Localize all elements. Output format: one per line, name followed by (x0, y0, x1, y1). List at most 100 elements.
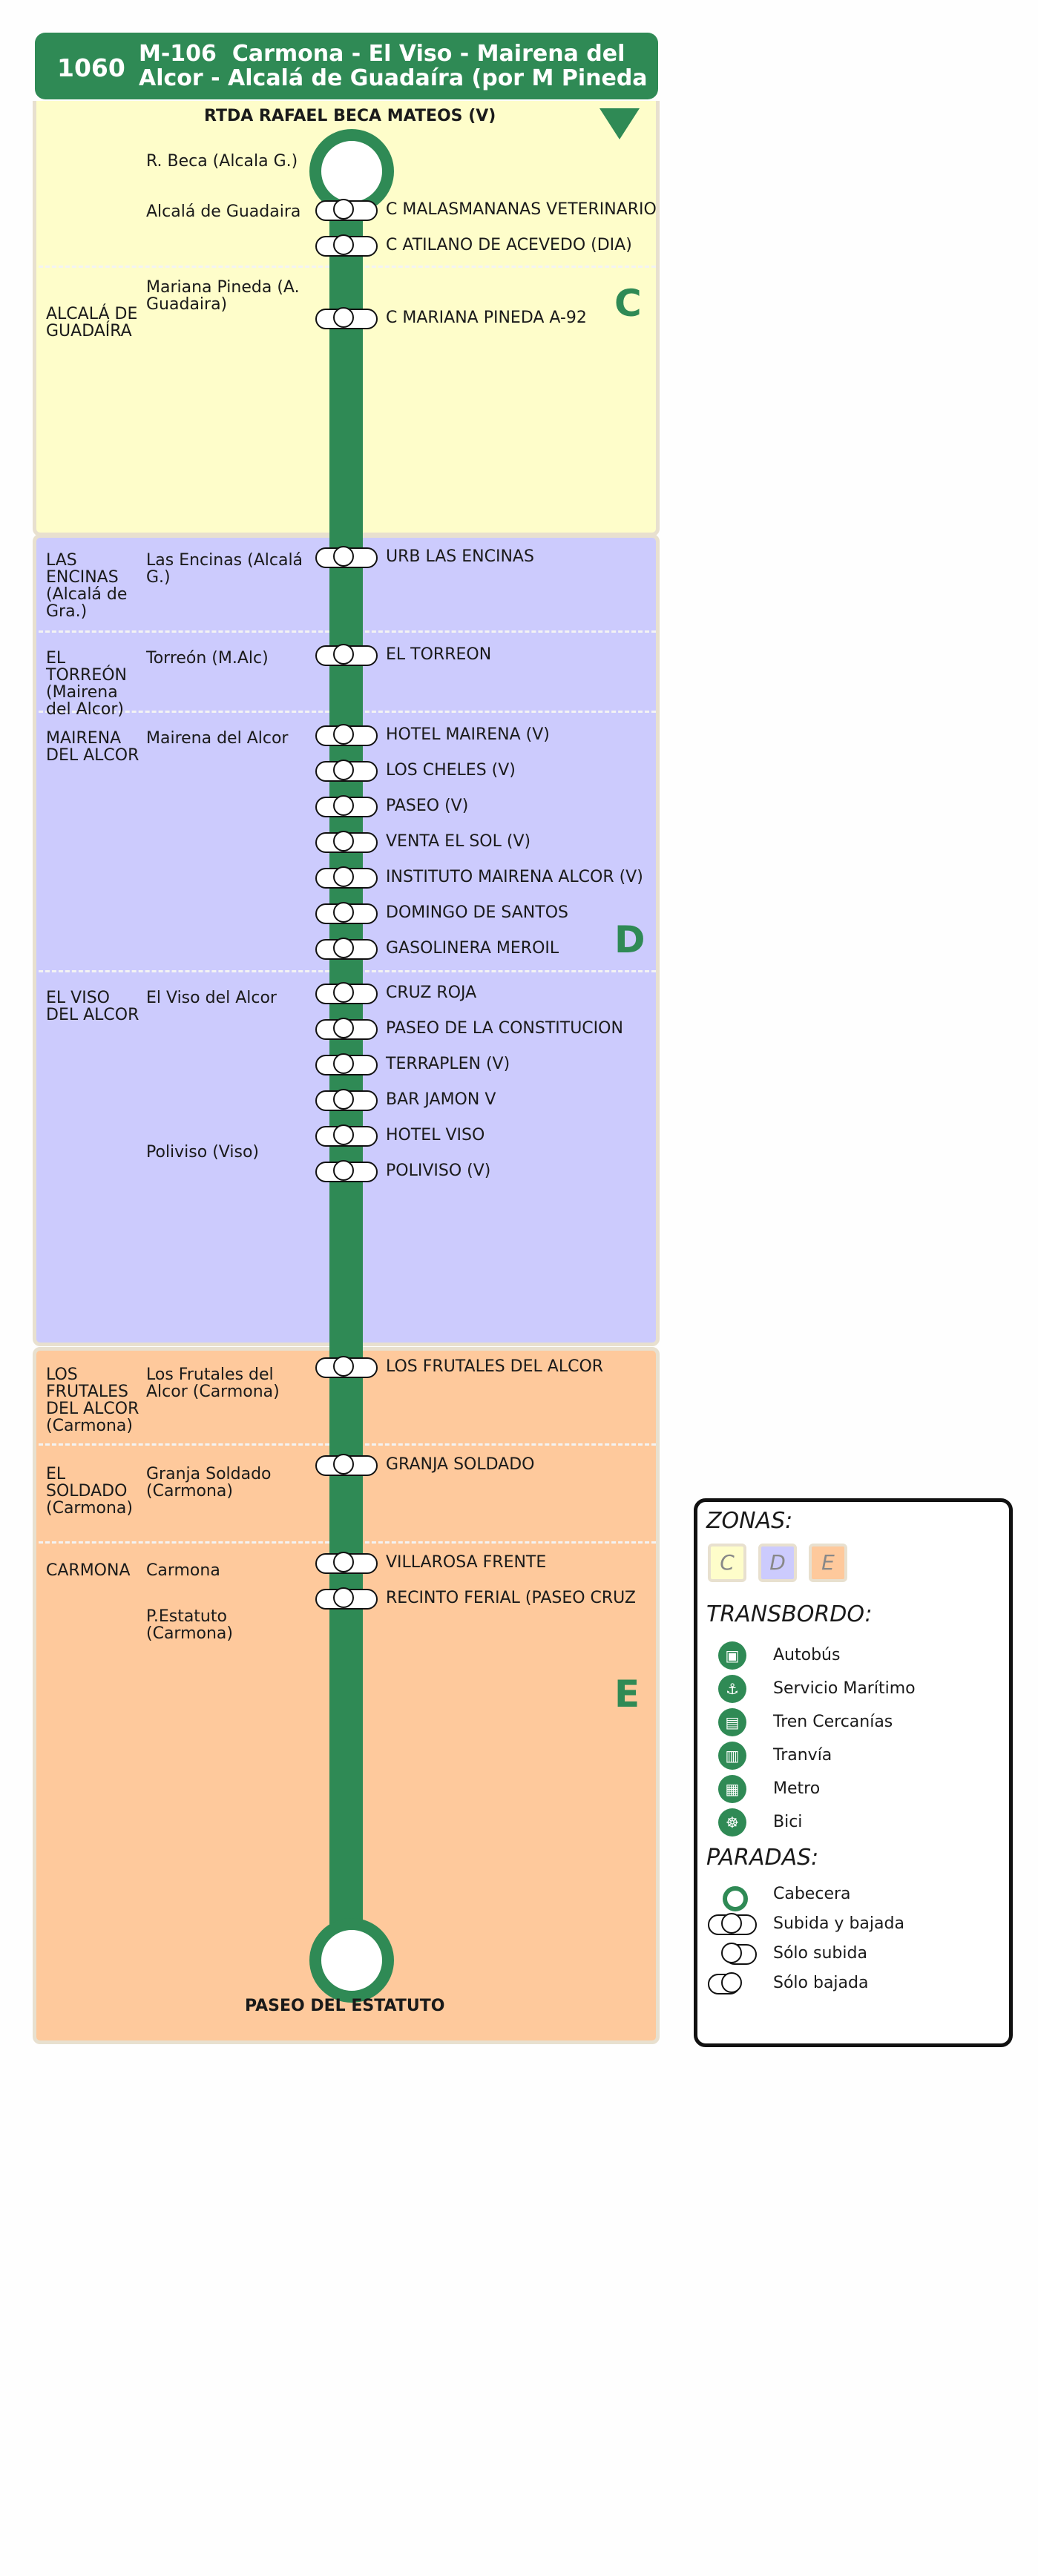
stop-symbol-both[interactable] (315, 307, 378, 329)
stop-type-label: Subida y bajada (773, 1914, 904, 1933)
stop-symbol-both[interactable] (315, 831, 378, 853)
stop-name[interactable]: PASEO (V) (386, 797, 469, 815)
stop-name[interactable]: C MARIANA PINEDA A-92 (386, 309, 587, 327)
stop-symbol-both[interactable] (315, 982, 378, 1004)
zone-d-swatch: D (758, 1544, 797, 1582)
stop-name[interactable]: RECINTO FERIAL (PASEO CRUZ (386, 1589, 636, 1607)
locality-label: Alcalá de Guadaira (146, 202, 301, 221)
zone-e-label: E (614, 1673, 640, 1716)
municipality-label: EL TORREÓN (Mairena del Alcor) (46, 649, 128, 719)
route-number: 1060 (57, 53, 125, 82)
locality-label: R. Beca (Alcala G.) (146, 152, 298, 171)
stop-name[interactable]: LOS CHELES (V) (386, 761, 516, 780)
stop-name[interactable]: HOTEL VISO (386, 1126, 485, 1144)
stop-name[interactable]: HOTEL MAIRENA (V) (386, 725, 550, 744)
stop-symbol-both[interactable] (315, 199, 378, 221)
route-header: 1060 M-106 Carmona - El Viso - Mairena d… (35, 33, 658, 99)
end-terminus-name: PASEO DEL ESTATUTO (245, 1997, 445, 2015)
transfer-label: Metro (773, 1779, 821, 1798)
tram-icon: ▥ (718, 1742, 746, 1770)
locality-label: Los Frutales del Alcor (Carmona) (146, 1366, 280, 1401)
stop-symbol-both[interactable] (315, 1160, 378, 1182)
zone-c-swatch: C (708, 1544, 746, 1582)
transfer-label: Autobús (773, 1646, 841, 1664)
stop-symbol-both[interactable] (315, 1587, 378, 1610)
stop-symbol-both[interactable] (315, 795, 378, 817)
ferry-icon: ⚓ (718, 1675, 746, 1703)
municipality-label: CARMONA (46, 1561, 131, 1580)
stop-symbol-both[interactable] (315, 1124, 378, 1147)
legend-transfer-title: TRANSBORDO: (706, 1601, 873, 1627)
stop-symbol-both[interactable] (315, 760, 378, 782)
zone-c-label: C (614, 282, 642, 325)
stop-symbol-both[interactable] (315, 938, 378, 960)
stop-name[interactable]: URB LAS ENCINAS (386, 547, 534, 566)
stop-type-label: Sólo subida (773, 1944, 867, 1963)
stop-name[interactable]: C ATILANO DE ACEVEDO (DIA) (386, 236, 632, 254)
legend-panel: ZONAS: C D E TRANSBORDO: ▣ Autobús ⚓ Ser… (694, 1498, 1013, 2047)
stop-name[interactable]: CRUZ ROJA (386, 984, 477, 1002)
train-icon: ▤ (718, 1708, 746, 1736)
stop-name[interactable]: PASEO DE LA CONSTITUCION (386, 1019, 623, 1038)
stop-name[interactable]: POLIVISO (V) (386, 1162, 491, 1180)
locality-label: El Viso del Alcor (146, 989, 277, 1007)
stop-name[interactable]: TERRAPLEN (V) (386, 1055, 510, 1073)
direction-arrow-icon (600, 108, 640, 139)
stop-symbol-both[interactable] (315, 902, 378, 924)
locality-label: Mairena del Alcor (146, 729, 289, 748)
route-title: M-106 Carmona - El Viso - Mairena del Al… (139, 42, 648, 90)
stop-symbol-both[interactable] (315, 234, 378, 257)
stop-name[interactable]: EL TORREON (386, 645, 492, 664)
stop-symbol-both[interactable] (315, 1552, 378, 1574)
municipality-label: LAS ENCINAS (Alcalá de Gra.) (46, 551, 128, 621)
start-terminus-name: RTDA RAFAEL BECA MATEOS (V) (204, 107, 496, 125)
stop-name[interactable]: GRANJA SOLDADO (386, 1455, 535, 1474)
zone-d-label: D (614, 918, 646, 961)
stop-symbol-both[interactable] (315, 1053, 378, 1075)
municipality-label: ALCALÁ DE GUADAÍRA (46, 305, 138, 340)
metro-icon: ▦ (718, 1775, 746, 1803)
stop-symbol-both[interactable] (315, 724, 378, 746)
locality-label: Carmona (146, 1561, 220, 1580)
stop-symbol-both[interactable] (315, 546, 378, 568)
locality-label: Las Encinas (Alcalá G.) (146, 551, 303, 587)
stop-name[interactable]: VILLAROSA FRENTE (386, 1553, 547, 1572)
stop-symbol-both[interactable] (315, 1356, 378, 1378)
transfer-label: Tranvía (773, 1746, 832, 1765)
legend-zones-title: ZONAS: (706, 1508, 793, 1534)
municipality-label: EL SOLDADO (Carmona) (46, 1465, 133, 1518)
stop-symbol-both[interactable] (315, 1089, 378, 1111)
end-terminus-marker (309, 1918, 394, 2003)
transfer-label: Servicio Marítimo (773, 1679, 916, 1698)
stop-symbol-both[interactable] (315, 644, 378, 666)
boarding-only-legend-icon (708, 1943, 757, 1965)
terminus-legend-icon (723, 1886, 748, 1911)
stop-name[interactable]: VENTA EL SOL (V) (386, 832, 531, 851)
locality-label: Granja Soldado (Carmona) (146, 1465, 272, 1501)
transfer-label: Tren Cercanías (773, 1713, 893, 1731)
stop-name[interactable]: GASOLINERA MEROIL (386, 939, 559, 958)
locality-label: P.Estatuto (Carmona) (146, 1607, 233, 1643)
transfer-label: Bici (773, 1813, 803, 1831)
alighting-only-legend-icon (708, 1972, 757, 1994)
municipality-label: EL VISO DEL ALCOR (46, 989, 139, 1024)
bus-icon: ▣ (718, 1641, 746, 1670)
zone-e-swatch: E (809, 1544, 847, 1582)
stop-symbol-both[interactable] (315, 866, 378, 889)
stop-name[interactable]: C MALASMANANAS VETERINARIO (386, 200, 657, 219)
stop-name[interactable]: BAR JAMON V (386, 1090, 496, 1109)
stop-name[interactable]: DOMINGO DE SANTOS (386, 903, 568, 922)
stop-type-label: Cabecera (773, 1885, 851, 1903)
municipality-label: MAIRENA DEL ALCOR (46, 729, 139, 765)
stop-symbol-both[interactable] (315, 1454, 378, 1476)
legend-stops-title: PARADAS: (706, 1845, 819, 1871)
bike-icon: ☸ (718, 1808, 746, 1837)
stop-type-label: Sólo bajada (773, 1974, 869, 1992)
stop-name[interactable]: LOS FRUTALES DEL ALCOR (386, 1357, 604, 1376)
stop-name[interactable]: INSTITUTO MAIRENA ALCOR (V) (386, 868, 643, 886)
both-ways-legend-icon (708, 1913, 757, 1935)
stop-symbol-both[interactable] (315, 1018, 378, 1040)
municipality-label: LOS FRUTALES DEL ALCOR (Carmona) (46, 1366, 139, 1435)
locality-label: Mariana Pineda (A. Guadaira) (146, 278, 300, 314)
locality-label: Poliviso (Viso) (146, 1143, 259, 1162)
